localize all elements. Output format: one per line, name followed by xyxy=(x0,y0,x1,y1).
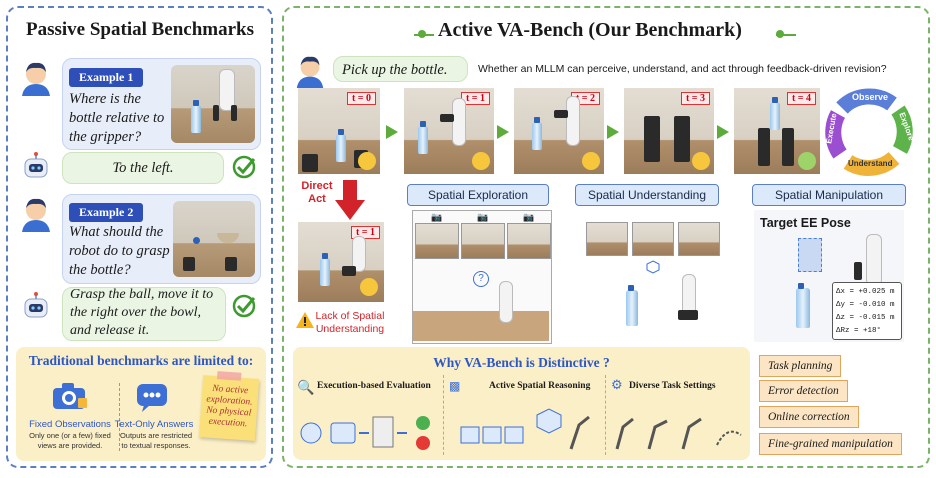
feedback-cycle: Observe Explore Understand Execute xyxy=(822,84,916,178)
example-2-bubble: Example 2 What should the robot do to gr… xyxy=(62,194,261,284)
happy-emoji-icon xyxy=(798,152,816,170)
delta-rz: ΔRz = +18° xyxy=(836,327,882,335)
question-icon: ? xyxy=(473,271,489,287)
why-title: Why VA-Bench is Distinctive ? xyxy=(433,355,610,370)
frame-label: t = 0 xyxy=(346,92,376,105)
passive-title: Passive Spatial Benchmarks xyxy=(26,19,255,40)
frame-label: t = 1 xyxy=(460,92,490,105)
example-1-bubble: Example 1 Where is the bottle relative t… xyxy=(62,58,261,150)
frame-t1: t = 1 xyxy=(404,88,494,174)
sad-emoji-icon xyxy=(360,278,378,296)
benchmark-question: Whether an MLLM can perceive, understand… xyxy=(478,63,887,75)
frame-t4: t = 4 xyxy=(734,88,820,174)
example-2-photo xyxy=(173,201,255,277)
lack-understanding-label: Lack of Spatial Understanding xyxy=(315,310,385,335)
limitations-box: Traditional benchmarks are limited to: F… xyxy=(16,347,266,461)
evaluation-flow-icon xyxy=(299,405,439,460)
active-panel xyxy=(282,6,930,468)
passive-panel xyxy=(6,6,273,468)
feature-execution: Execution-based Evaluation xyxy=(317,381,431,391)
direct-act-label: Direct Act xyxy=(301,180,333,205)
example-1-answer: To the left. xyxy=(62,152,224,184)
thinking-emoji-icon xyxy=(358,152,376,170)
thinking-emoji-icon xyxy=(472,152,490,170)
down-arrow-icon xyxy=(335,180,365,225)
camera-icon: 📷 xyxy=(477,212,489,222)
example-2-answer: Grasp the ball, move it to the right ove… xyxy=(70,287,214,338)
divider xyxy=(119,383,120,451)
chat-icon xyxy=(136,383,170,418)
section-spatial-manipulation: Spatial Manipulation xyxy=(752,184,906,206)
feature-diverse: Diverse Task Settings xyxy=(629,381,716,391)
arrow-right-icon xyxy=(386,125,398,139)
section-spatial-exploration: Spatial Exploration xyxy=(407,184,549,206)
frame-label: t = 3 xyxy=(680,92,710,105)
arrow-right-icon xyxy=(607,125,619,139)
section-spatial-understanding: Spatial Understanding xyxy=(575,184,719,206)
tag-online-correction: Online correction xyxy=(759,406,859,428)
user-avatar-1 xyxy=(19,60,53,101)
fixed-obs-desc: Only one (or a few) fixed views are prov… xyxy=(29,431,111,450)
robot-avatar-1 xyxy=(21,152,51,187)
camera-icon xyxy=(52,381,88,416)
frame-t2: t = 2 xyxy=(514,88,604,174)
cube-icon xyxy=(646,260,660,279)
cycle-understand: Understand xyxy=(848,159,893,168)
limitations-title: Traditional benchmarks are limited to: xyxy=(28,353,254,368)
feature-reasoning: Active Spatial Reasoning xyxy=(489,381,591,391)
camera-cube-icon: ▩ xyxy=(449,379,461,393)
frame-direct: t = 1 xyxy=(298,222,384,302)
exploration-illustration: 📷 📷 📷 ? xyxy=(412,210,552,344)
active-title: Active VA-Bench (Our Benchmark) xyxy=(438,19,742,41)
manipulation-illustration: Target EE Pose Δx = +0.025 m Δy = -0.010… xyxy=(754,210,904,342)
frame-t3: t = 3 xyxy=(624,88,714,174)
example-1-question: Where is the bottle relative to the grip… xyxy=(69,91,165,145)
example-1-badge: Example 1 xyxy=(69,68,144,87)
pose-delta-box: Δx = +0.025 m Δy = -0.010 m Δz = -0.015 … xyxy=(832,282,902,340)
delta-z: Δz = -0.015 m xyxy=(836,314,895,322)
tasks-flow-icon xyxy=(611,405,747,460)
camera-icon: 📷 xyxy=(523,212,535,222)
why-box: Why VA-Bench is Distinctive ? 🔍 Executio… xyxy=(293,347,750,460)
camera-icon: 📷 xyxy=(431,212,443,222)
sticky-note-text: No active exploration. No physical execu… xyxy=(205,383,253,430)
example-1-photo xyxy=(171,65,255,143)
arrow-right-icon xyxy=(497,125,509,139)
reasoning-flow-icon xyxy=(453,405,598,460)
delta-y: Δy = -0.010 m xyxy=(836,301,895,309)
chart-search-icon: 🔍 xyxy=(297,379,315,395)
understanding-illustration xyxy=(582,210,722,340)
tag-fine-grained-manipulation: Fine-grained manipulation xyxy=(759,433,902,455)
fixed-obs-title: Fixed Observations xyxy=(29,419,111,430)
tag-task-planning: Task planning xyxy=(759,355,842,377)
instruction-bubble: Pick up the bottle. xyxy=(333,56,468,82)
cycle-observe: Observe xyxy=(852,92,889,102)
text-only-title: Text-Only Answers xyxy=(114,419,194,430)
check-icon xyxy=(230,290,260,325)
settings-icon: ⚙ xyxy=(611,377,623,392)
check-icon xyxy=(230,151,260,186)
sticky-note: No active exploration. No physical execu… xyxy=(198,371,260,441)
target-ee-pose: Target EE Pose xyxy=(760,216,851,230)
user-avatar-3 xyxy=(294,54,326,93)
user-avatar-2 xyxy=(19,196,53,237)
robot-avatar-2 xyxy=(21,292,51,327)
example-2-badge: Example 2 xyxy=(69,203,144,222)
thinking-emoji-icon xyxy=(692,152,710,170)
tag-error-detection: Error detection xyxy=(759,380,848,402)
warning-icon xyxy=(296,312,314,333)
frame-t0: t = 0 xyxy=(298,88,380,174)
text-only-desc: Outputs are restricted to textual respon… xyxy=(119,431,193,450)
thinking-emoji-icon xyxy=(582,152,600,170)
example-2-answer-bubble: Grasp the ball, move it to the right ove… xyxy=(62,287,226,341)
delta-x: Δx = +0.025 m xyxy=(836,288,895,296)
frame-label: t = 4 xyxy=(786,92,816,105)
example-2-question: What should the robot do to grasp the bo… xyxy=(69,224,170,278)
arrow-right-icon xyxy=(717,125,729,139)
frame-label: t = 1 xyxy=(350,226,380,239)
